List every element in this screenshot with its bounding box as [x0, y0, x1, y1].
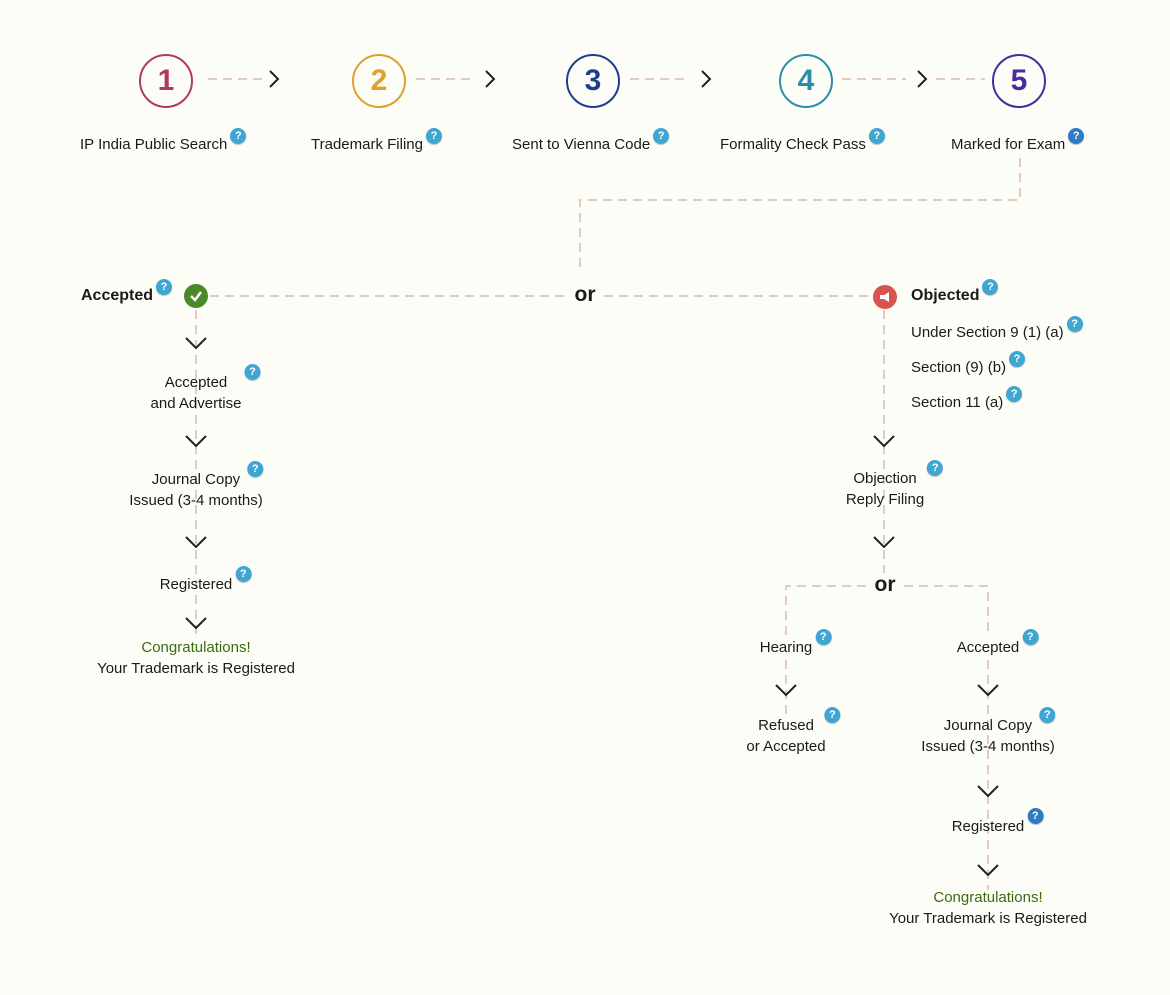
help-icon[interactable]: ?: [244, 364, 261, 380]
help-icon[interactable]: ?: [927, 460, 944, 476]
label-line: Hearing: [759, 639, 813, 656]
accepted-title-text: Accepted: [81, 287, 154, 304]
label-line: Reply Filing: [845, 491, 925, 508]
megaphone-icon: [873, 285, 897, 309]
step-3-circle: 3: [566, 54, 620, 108]
registered-left: Registered?: [159, 566, 252, 595]
label-line: or Accepted: [746, 738, 826, 755]
help-icon[interactable]: ?: [1039, 707, 1056, 723]
step-label-text: Trademark Filing: [311, 136, 423, 153]
chevron-right-icon: [485, 70, 496, 88]
objection-section-item: Section 11 (a)?: [911, 386, 1023, 413]
chevron-right-icon: [269, 70, 280, 88]
chevron-down-icon: [775, 684, 797, 697]
congrats-text: Your Trademark is Registered: [889, 910, 1087, 927]
accepted-advertise: Accepted? and Advertise: [150, 364, 261, 414]
refused-or-accepted: Refused? or Accepted: [746, 707, 841, 757]
chevron-right-icon: [701, 70, 712, 88]
objection-reply: Objection? Reply Filing: [845, 460, 944, 510]
section-text: Under Section 9 (1) (a): [911, 324, 1064, 341]
step-3-label: Sent to Vienna Code?: [512, 128, 670, 155]
section-text: Section (9) (b): [911, 359, 1007, 376]
label-line: Refused: [758, 717, 814, 734]
accepted-title: Accepted?: [81, 279, 173, 306]
label-line: and Advertise: [150, 395, 242, 412]
step-5-circle: 5: [992, 54, 1046, 108]
chevron-right-icon: [917, 70, 928, 88]
label-line: Registered: [951, 818, 1025, 835]
help-icon[interactable]: ?: [235, 566, 252, 582]
step-4-label: Formality Check Pass?: [720, 128, 885, 155]
help-icon[interactable]: ?: [230, 128, 247, 144]
registered-right: Registered?: [951, 808, 1044, 837]
congrats-title: Congratulations!: [141, 639, 251, 656]
chevron-down-icon: [873, 435, 895, 448]
or-label: or: [870, 573, 900, 597]
label-line: Issued (3-4 months): [129, 492, 263, 509]
step-label-text: Marked for Exam: [951, 136, 1066, 153]
chevron-down-icon: [185, 337, 207, 350]
chevron-down-icon: [873, 536, 895, 549]
congrats-left: Congratulations! Your Trademark is Regis…: [97, 637, 295, 679]
step-2-circle: 2: [352, 54, 406, 108]
accepted-right: Accepted?: [956, 629, 1039, 658]
chevron-down-icon: [185, 536, 207, 549]
help-icon[interactable]: ?: [1066, 316, 1083, 332]
chevron-down-icon: [977, 684, 999, 697]
label-line: Accepted: [956, 639, 1020, 656]
step-label-text: Formality Check Pass: [720, 136, 866, 153]
step-1-circle: 1: [139, 54, 193, 108]
help-icon[interactable]: ?: [1027, 808, 1044, 824]
label-line: Journal Copy: [943, 717, 1033, 734]
hearing: Hearing?: [759, 629, 832, 658]
step-label-text: Sent to Vienna Code: [512, 136, 651, 153]
or-label: or: [570, 283, 600, 307]
help-icon[interactable]: ?: [982, 279, 999, 295]
step-4-circle: 4: [779, 54, 833, 108]
step-5-label: Marked for Exam?: [951, 128, 1085, 155]
journal-copy-left: Journal Copy? Issued (3-4 months): [129, 461, 264, 511]
step-2-label: Trademark Filing?: [311, 128, 442, 155]
label-line: Registered: [159, 576, 233, 593]
objected-title: Objected?: [911, 279, 999, 306]
help-icon[interactable]: ?: [425, 128, 442, 144]
help-icon[interactable]: ?: [653, 128, 670, 144]
journal-copy-right: Journal Copy? Issued (3-4 months): [921, 707, 1056, 757]
chevron-down-icon: [185, 435, 207, 448]
help-icon[interactable]: ?: [1009, 351, 1026, 367]
label-line: Objection: [853, 470, 917, 487]
help-icon[interactable]: ?: [868, 128, 885, 144]
chevron-down-icon: [977, 864, 999, 877]
help-icon[interactable]: ?: [1068, 128, 1085, 144]
check-icon: [184, 284, 208, 308]
help-icon[interactable]: ?: [815, 629, 832, 645]
label-line: Journal Copy: [151, 471, 241, 488]
congrats-text: Your Trademark is Registered: [97, 660, 295, 677]
objection-section-item: Section (9) (b)?: [911, 351, 1026, 378]
help-icon[interactable]: ?: [1006, 386, 1023, 402]
congrats-right: Congratulations! Your Trademark is Regis…: [889, 887, 1087, 929]
objection-section-item: Under Section 9 (1) (a)?: [911, 316, 1083, 343]
help-icon[interactable]: ?: [156, 279, 173, 295]
chevron-down-icon: [185, 617, 207, 630]
label-line: Accepted: [164, 374, 228, 391]
step-1-label: IP India Public Search?: [80, 128, 247, 155]
objected-title-text: Objected: [911, 287, 980, 304]
chevrons: [185, 70, 999, 877]
chevron-down-icon: [977, 785, 999, 798]
help-icon[interactable]: ?: [1022, 629, 1039, 645]
help-icon[interactable]: ?: [824, 707, 841, 723]
step-label-text: IP India Public Search: [80, 136, 228, 153]
section-text: Section 11 (a): [911, 394, 1004, 411]
congrats-title: Congratulations!: [933, 889, 1043, 906]
help-icon[interactable]: ?: [247, 461, 264, 477]
label-line: Issued (3-4 months): [921, 738, 1055, 755]
